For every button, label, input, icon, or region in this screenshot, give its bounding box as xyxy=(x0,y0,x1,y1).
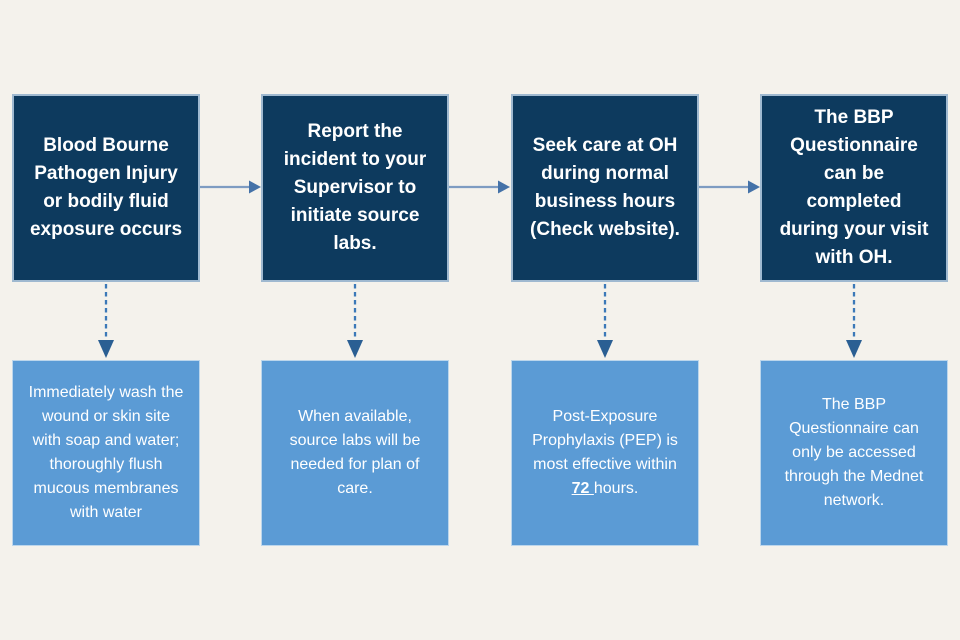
arrow-down-icon xyxy=(347,284,363,358)
step-text: The BBP Questionnaire can be completed d… xyxy=(779,107,929,268)
detail-box-mednet-access: The BBP Questionnaire can only be access… xyxy=(760,360,948,546)
detail-box-wash-wound: Immediately wash the wound or skin site … xyxy=(12,360,200,546)
arrow-down-icon xyxy=(597,284,613,358)
detail-box-source-labs: When available, source labs will be need… xyxy=(261,360,449,546)
detail-text-prefix: Post-Exposure Prophylaxis (PEP) is most … xyxy=(532,408,678,473)
step-box-seek-care: Seek care at OH during normal business h… xyxy=(511,94,699,282)
detail-box-pep-72-hours: Post-Exposure Prophylaxis (PEP) is most … xyxy=(511,360,699,546)
detail-text: The BBP Questionnaire can only be access… xyxy=(784,396,924,509)
arrow-right-icon xyxy=(449,180,510,194)
arrow-down-icon xyxy=(98,284,114,358)
detail-text: Immediately wash the wound or skin site … xyxy=(28,384,184,521)
step-text: Seek care at OH during normal business h… xyxy=(530,135,680,240)
emphasis-72-hours: 72 xyxy=(571,480,594,497)
step-box-report-incident: Report the incident to your Supervisor t… xyxy=(261,94,449,282)
detail-text: Post-Exposure Prophylaxis (PEP) is most … xyxy=(532,405,678,501)
detail-text-suffix: hours. xyxy=(593,480,639,497)
arrow-right-icon xyxy=(200,180,261,194)
detail-text: When available, source labs will be need… xyxy=(289,408,421,497)
step-text: Blood Bourne Pathogen Injury or bodily f… xyxy=(29,135,183,240)
step-text: Report the incident to your Supervisor t… xyxy=(283,121,427,254)
arrow-right-icon xyxy=(699,180,760,194)
step-box-exposure-occurs: Blood Bourne Pathogen Injury or bodily f… xyxy=(12,94,200,282)
step-box-bbp-questionnaire: The BBP Questionnaire can be completed d… xyxy=(760,94,948,282)
arrow-down-icon xyxy=(846,284,862,358)
